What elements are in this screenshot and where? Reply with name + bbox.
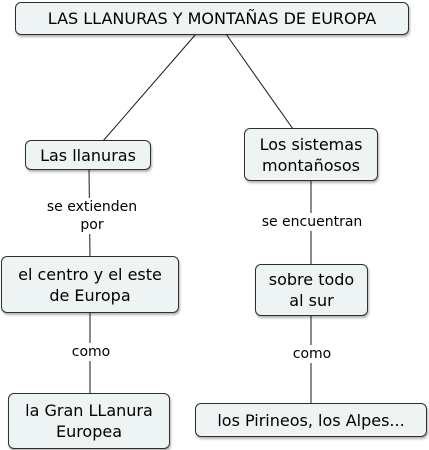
connector-root-to-llanuras bbox=[102, 33, 197, 142]
link-label-se-encuentran: se encuentran bbox=[248, 213, 376, 231]
concept-gran-llanura-europea: la Gran LLanura Europea bbox=[8, 393, 170, 449]
link-label-como-left: como bbox=[60, 343, 122, 361]
concept-sistemas-montanosos: Los sistemas montañosos bbox=[244, 128, 378, 181]
concept-sobre-todo-al-sur: sobre todo al sur bbox=[255, 264, 368, 316]
concept-centro-este-europa: el centro y el este de Europa bbox=[1, 256, 179, 313]
concept-llanuras: Las llanuras bbox=[25, 140, 151, 170]
connector-root-to-sistemas bbox=[225, 33, 294, 130]
link-label-como-right: como bbox=[281, 345, 343, 363]
link-label-se-extienden-por: se extienden por bbox=[30, 198, 154, 234]
concept-pirineos-alpes: los Pirineos, los Alpes... bbox=[195, 403, 427, 437]
root-concept: LAS LLANURAS Y MONTAÑAS DE EUROPA bbox=[15, 2, 409, 35]
